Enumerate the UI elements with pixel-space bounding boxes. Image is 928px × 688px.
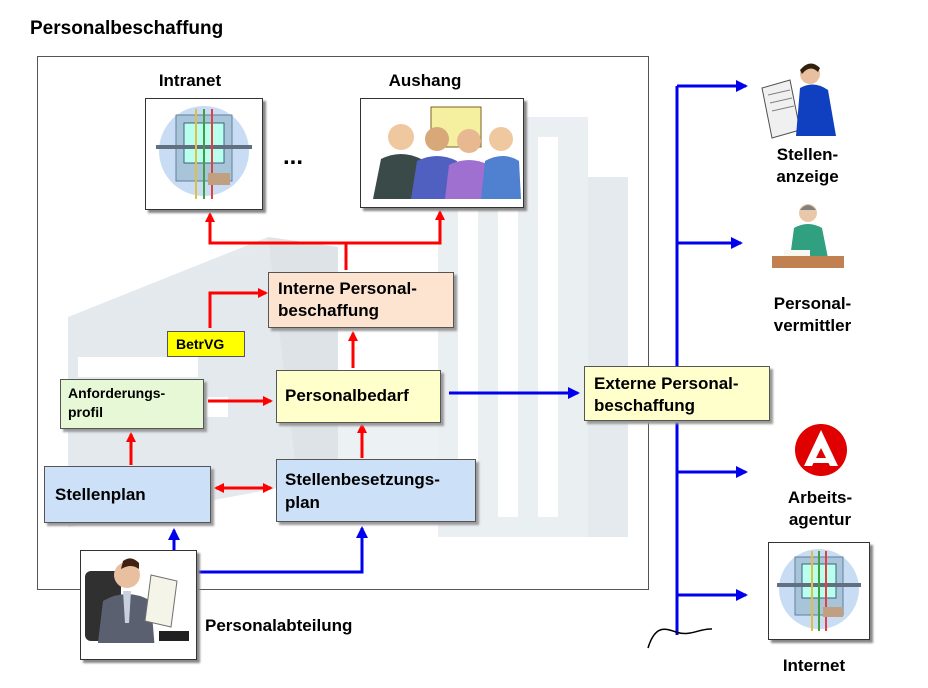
intranet-label: Intranet bbox=[158, 71, 222, 90]
arrow-abteilung-to-besetzung bbox=[174, 526, 368, 574]
arrow-interne-to-intranet bbox=[205, 212, 348, 270]
aushang-image bbox=[360, 98, 524, 208]
personalvermittler-label: Personal- vermittler bbox=[773, 294, 852, 335]
anforderungsprofil-box: Anforderungs- profil bbox=[60, 379, 204, 429]
page-title: Personalbeschaffung bbox=[30, 18, 224, 39]
arrow-interne-to-aushang bbox=[346, 210, 445, 245]
more-channels-ellipsis: ... bbox=[283, 143, 304, 170]
intranet-image bbox=[145, 98, 263, 210]
stellenanzeige-label: Stellen- anzeige bbox=[776, 145, 839, 186]
personalabteilung-image bbox=[80, 550, 197, 660]
bus-wave bbox=[647, 628, 713, 649]
businessman-document-icon bbox=[81, 558, 196, 659]
betrvg-box: BetrVG bbox=[167, 331, 245, 357]
interne-personalbeschaffung-box: Interne Personal- beschaffung bbox=[268, 272, 454, 328]
aushang-label: Aushang bbox=[388, 71, 462, 90]
monitor-network-icon bbox=[777, 549, 861, 631]
personalabteilung-label: Personalabteilung bbox=[205, 616, 353, 635]
monitor-network-icon bbox=[156, 106, 252, 199]
arbeitsagentur-label: Arbeits- agentur bbox=[787, 488, 853, 529]
personalbedarf-box: Personalbedarf bbox=[276, 370, 441, 423]
internet-image bbox=[768, 542, 870, 640]
stellenplan-box: Stellenplan bbox=[44, 466, 211, 523]
externe-personalbeschaffung-box: Externe Personal- beschaffung bbox=[584, 366, 770, 421]
arrow-betrvg-to-interne bbox=[208, 288, 268, 328]
internet-label: Internet bbox=[782, 656, 846, 675]
stellenbesetzungsplan-box: Stellenbesetzungs- plan bbox=[276, 459, 476, 522]
group-meeting-icon bbox=[373, 106, 521, 199]
